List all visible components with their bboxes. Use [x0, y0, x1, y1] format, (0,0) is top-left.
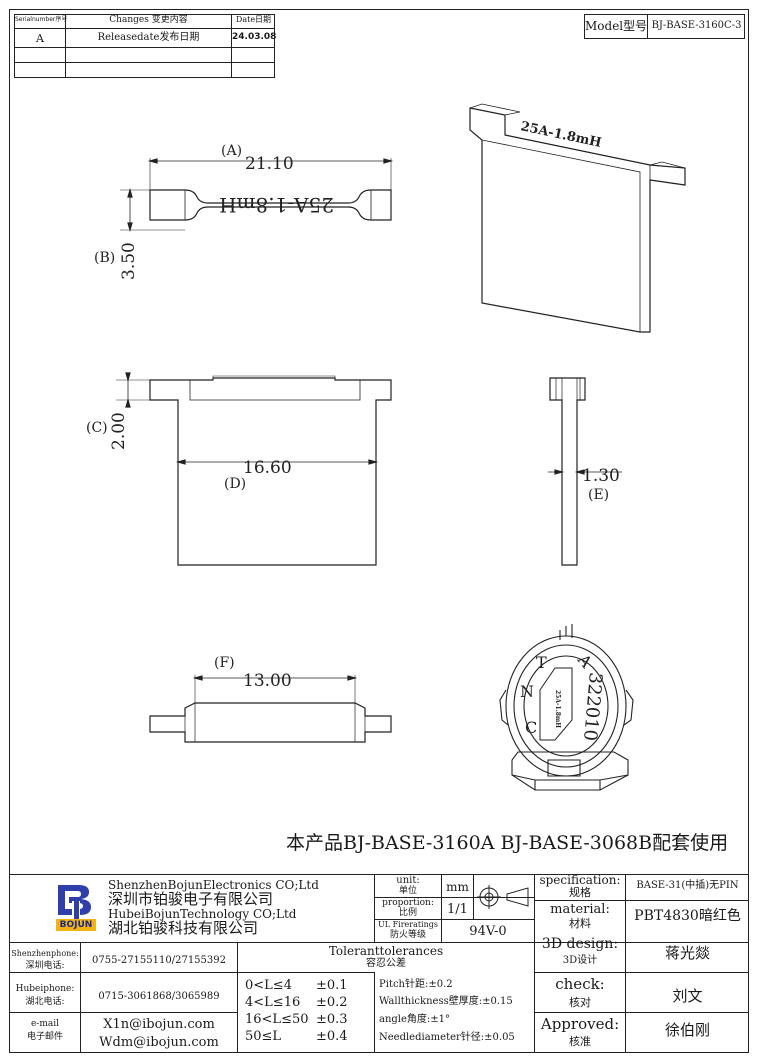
- spec-label-en: specification:: [539, 873, 621, 887]
- revision-serial-header: Serialnumber序号: [15, 16, 68, 23]
- dim-d: 16.60: [243, 458, 292, 478]
- hubei-phone-value: 0715-3061868/3065989: [98, 991, 220, 1002]
- revision-changes-header: Changes 变更内容: [109, 15, 188, 25]
- tolerance-value-2: ±0.2: [316, 995, 348, 1010]
- material-value: PBT4830暗红色: [634, 908, 741, 924]
- email-value-2[interactable]: Wdm@ibojun.com: [99, 1035, 219, 1050]
- revision-date-value: 24.03.08: [232, 32, 277, 42]
- revision-date-header: Date日期: [235, 15, 272, 24]
- tolerance-range-2: 4<L≤16: [245, 995, 301, 1010]
- email-value-1[interactable]: X1n@ibojun.com: [103, 1017, 215, 1032]
- top-marking: 25A-1.8mH: [219, 193, 334, 217]
- bottom-view-outline: [149, 702, 392, 743]
- material-label-cn: 材料: [569, 917, 591, 930]
- tolerance-note-3: angle角度:±1°: [379, 1014, 451, 1025]
- check-label-cn: 核对: [569, 996, 591, 1009]
- logo-text: BOJUN: [59, 920, 93, 930]
- unit-label-cn: 单位: [398, 886, 417, 896]
- shenzhen-phone-value: 0755-27155110/27155392: [92, 955, 226, 966]
- assembly-mark-c: C: [525, 718, 537, 737]
- hubei-phone-label-en: Hubeiphone:: [15, 984, 75, 994]
- design-label-cn: 3D设计: [562, 955, 598, 966]
- proportion-label-en: proportion:: [382, 898, 434, 908]
- company-cn-1: 深圳市铂骏电子有限公司: [108, 890, 274, 908]
- assembly-mark-n: N: [520, 682, 534, 701]
- dim-f: 13.00: [243, 671, 292, 691]
- company-en-1: ShenzhenBojunElectronics CO;Ltd: [108, 878, 319, 892]
- revision-serial-value: A: [36, 32, 44, 45]
- email-label-cn: 电子邮件: [26, 1032, 63, 1042]
- tolerance-range-3: 16<L≤50: [245, 1012, 309, 1027]
- proportion-value: 1/1: [447, 902, 468, 917]
- hubei-phone-label-cn: 湖北电话:: [25, 997, 65, 1007]
- proportion-label-cn: 比例: [398, 908, 417, 918]
- projection-symbol: [477, 885, 529, 909]
- assembly-view: [499, 624, 634, 791]
- label-e: (E): [588, 487, 609, 503]
- revision-changes-value: Releasedate发布日期: [97, 32, 200, 43]
- check-value: 刘文: [672, 987, 703, 1005]
- tolerance-value-3: ±0.3: [316, 1012, 348, 1027]
- label-a: (A): [221, 143, 242, 159]
- assembly-mark-t: T: [536, 653, 547, 672]
- model-label: Model型号: [585, 19, 648, 33]
- company-en-2: HubeiBojunTechnology CO;Ltd: [108, 907, 297, 921]
- approved-label-en: Approved:: [540, 1015, 620, 1033]
- unit-label-en: unit:: [396, 875, 420, 886]
- tolerance-note-1: Pitch针距:±0.2: [379, 979, 453, 990]
- side-view-outline: [549, 377, 586, 566]
- usage-note: 本产品BJ-BASE-3160A BJ-BASE-3068B配套使用: [286, 832, 729, 854]
- label-b: (B): [94, 250, 115, 266]
- tolerance-range-1: 0<L≤4: [245, 978, 292, 993]
- unit-value: mm: [446, 880, 469, 894]
- ul-value: 94V-0: [469, 924, 507, 939]
- label-f: (F): [214, 655, 235, 671]
- dim-c: 2.00: [109, 412, 129, 450]
- spec-value: BASE-31(中插)无PIN: [636, 880, 739, 891]
- label-c: (C): [86, 420, 108, 436]
- label-d: (D): [224, 476, 246, 492]
- model-box: [584, 14, 745, 39]
- ul-label-cn: 防火等级: [389, 930, 426, 940]
- shenzhen-phone-label-en: Shenzhenphone:: [11, 949, 79, 958]
- company-cn-2: 湖北铂骏科技有限公司: [108, 919, 259, 937]
- tolerance-value-1: ±0.1: [316, 978, 348, 993]
- tolerance-value-4: ±0.4: [316, 1029, 348, 1044]
- dim-b: 3.50: [119, 242, 139, 280]
- model-value: BJ-BASE-3160C-3: [651, 20, 742, 31]
- approved-label-cn: 核准: [569, 1035, 591, 1048]
- material-label-en: material:: [550, 902, 610, 917]
- approved-value: 徐伯刚: [664, 1021, 710, 1039]
- company-logo: BOJUN: [55, 883, 97, 933]
- tolerance-range-4: 50≤L: [245, 1029, 282, 1044]
- technical-drawing: (A) 21.10 (B) 3.50 25A-1.8mH 25A-1.8mH (…: [86, 103, 686, 791]
- shenzhen-phone-label-cn: 深圳电话:: [25, 961, 65, 971]
- design-label-en: 3D design:: [541, 936, 619, 952]
- tolerance-title-cn: 容忍公差: [366, 958, 406, 969]
- email-label-en: e-mail: [30, 1019, 60, 1029]
- ul-label-en: UL Fireratings: [377, 920, 438, 929]
- check-label-en: check:: [555, 975, 605, 993]
- assembly-small-marking: 25A-1.8mH: [554, 690, 561, 728]
- dim-e: 1.30: [582, 466, 620, 486]
- tolerance-note-2: Wallthickness壁厚度:±0.15: [379, 996, 513, 1007]
- tolerance-title-en: Toleranttolerances: [328, 944, 444, 958]
- design-value: 蒋光燚: [664, 944, 710, 962]
- tolerance-note-4: Needlediameter针径:±0.05: [379, 1032, 515, 1043]
- spec-label-cn: 规格: [569, 886, 591, 899]
- dim-a: 21.10: [245, 154, 294, 174]
- top-view-outline: [149, 189, 392, 221]
